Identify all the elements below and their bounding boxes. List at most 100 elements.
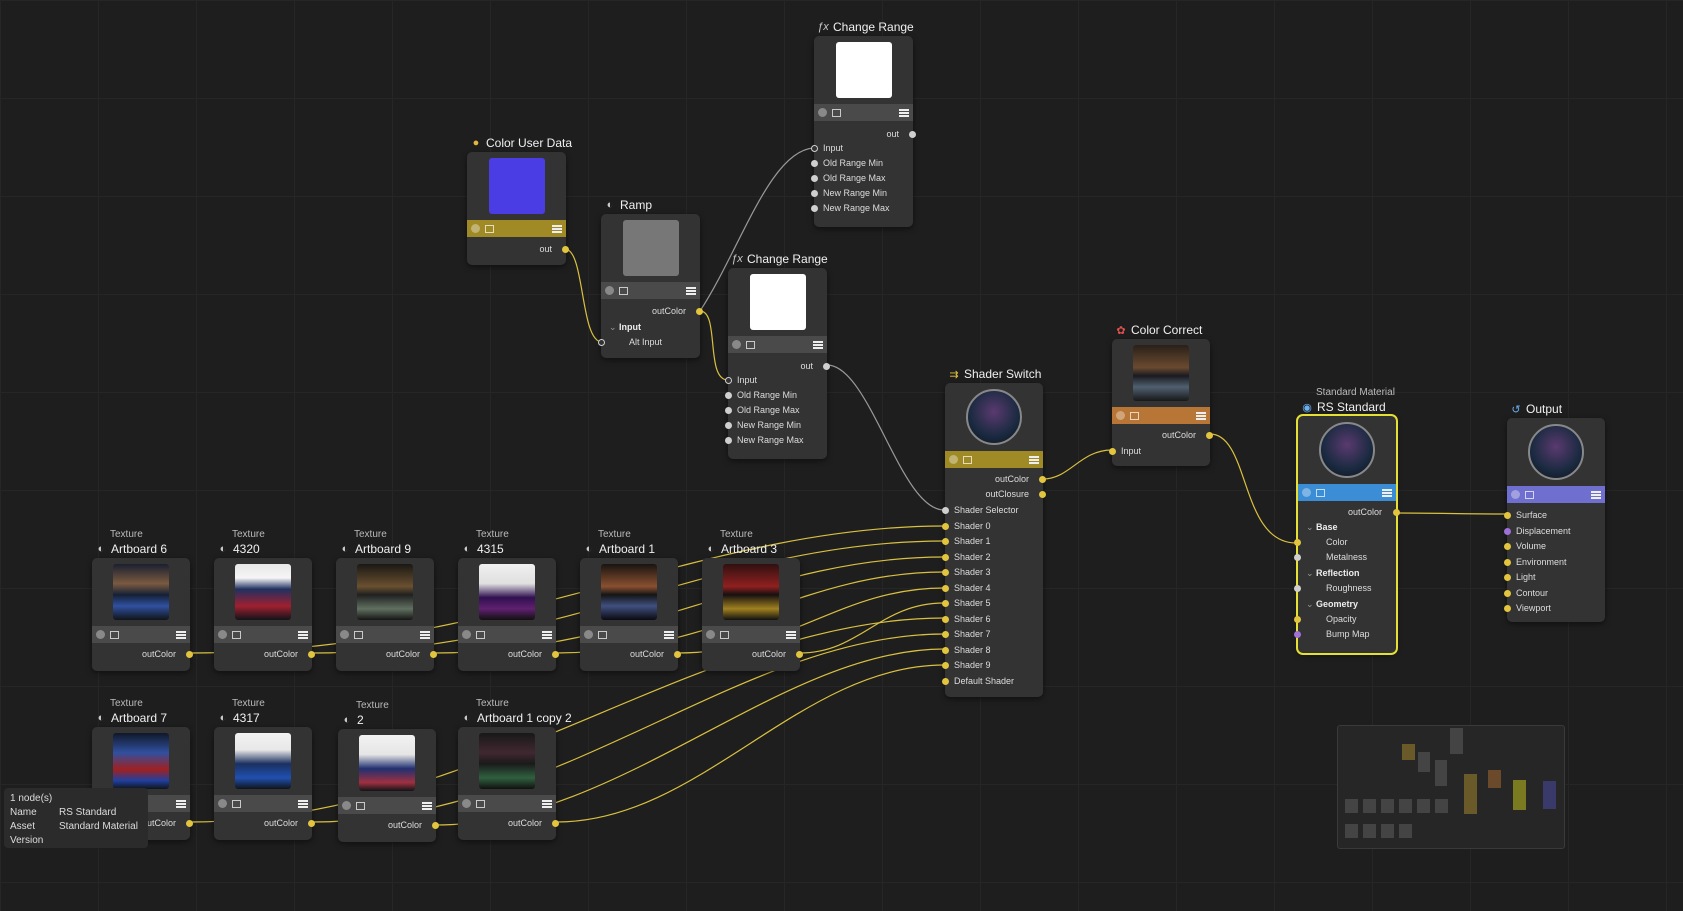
input-socket[interactable] — [942, 507, 949, 514]
input-socket[interactable] — [1294, 585, 1301, 592]
section-geometry[interactable]: Geometry — [1306, 599, 1358, 610]
input-socket[interactable] — [942, 615, 949, 623]
out-socket[interactable] — [430, 651, 437, 658]
input-socket[interactable] — [598, 339, 605, 346]
input-socket[interactable] — [725, 407, 732, 414]
node-toolbar[interactable] — [1298, 484, 1396, 501]
menu-icon[interactable] — [542, 799, 552, 808]
shader-switch-node[interactable]: ⇉Shader Switch outColor outClosure Shade… — [942, 367, 1046, 697]
out-socket[interactable] — [909, 131, 916, 138]
node-toolbar[interactable] — [580, 626, 678, 643]
input-socket[interactable] — [725, 437, 732, 444]
input-socket[interactable] — [1109, 448, 1116, 455]
input-socket[interactable] — [725, 377, 732, 384]
input-socket[interactable] — [1294, 616, 1301, 623]
out-socket[interactable] — [562, 246, 569, 253]
input-socket[interactable] — [942, 677, 949, 685]
node-toolbar[interactable] — [338, 797, 436, 814]
node-toolbar[interactable] — [336, 626, 434, 643]
out-socket[interactable] — [552, 651, 559, 658]
toggle-icon[interactable] — [340, 630, 349, 639]
input-socket[interactable] — [942, 538, 949, 545]
preview-icon[interactable] — [1316, 488, 1325, 497]
node-toolbar[interactable] — [1507, 486, 1605, 503]
preview-icon[interactable] — [832, 108, 841, 117]
out-socket[interactable] — [1206, 432, 1213, 439]
toggle-icon[interactable] — [218, 799, 227, 808]
node-toolbar[interactable] — [214, 626, 312, 643]
input-socket[interactable] — [942, 569, 949, 576]
input-socket[interactable] — [1294, 631, 1301, 638]
node-toolbar[interactable] — [458, 626, 556, 643]
out-socket[interactable] — [674, 651, 681, 658]
menu-icon[interactable] — [1591, 490, 1601, 499]
input-socket[interactable] — [1294, 554, 1301, 561]
rs-standard-node[interactable]: Standard Material ◉RS Standard outColor … — [1294, 387, 1400, 655]
node-toolbar[interactable] — [214, 795, 312, 812]
preview-icon[interactable] — [619, 286, 628, 295]
input-socket[interactable] — [725, 422, 732, 429]
node-toolbar[interactable] — [467, 220, 566, 237]
out-socket[interactable] — [308, 820, 315, 827]
menu-icon[interactable] — [813, 340, 823, 349]
preview-icon[interactable] — [110, 630, 119, 639]
input-socket[interactable] — [1504, 574, 1511, 581]
node-toolbar[interactable] — [945, 451, 1043, 468]
section-base[interactable]: Base — [1306, 522, 1338, 533]
toggle-icon[interactable] — [471, 224, 480, 233]
out-socket[interactable] — [1039, 476, 1046, 483]
toggle-icon[interactable] — [1116, 411, 1125, 420]
color-user-data-node[interactable]: ●Color User Data out — [467, 136, 572, 265]
node-toolbar[interactable] — [702, 626, 800, 643]
preview-icon[interactable] — [485, 224, 494, 233]
preview-icon[interactable] — [476, 799, 485, 808]
toggle-icon[interactable] — [605, 286, 614, 295]
ramp-node[interactable]: ◐Ramp outColor Input Alt Input — [598, 198, 703, 358]
toggle-icon[interactable] — [462, 630, 471, 639]
out-socket[interactable] — [1039, 491, 1046, 498]
minimap[interactable] — [1337, 725, 1565, 849]
menu-icon[interactable] — [1382, 488, 1392, 497]
out-socket[interactable] — [186, 820, 193, 827]
menu-icon[interactable] — [542, 630, 552, 639]
menu-icon[interactable] — [298, 630, 308, 639]
input-socket[interactable] — [1504, 558, 1511, 566]
input-socket[interactable] — [942, 522, 949, 530]
menu-icon[interactable] — [1029, 455, 1039, 464]
input-socket[interactable] — [811, 190, 818, 197]
menu-icon[interactable] — [686, 286, 696, 295]
menu-icon[interactable] — [552, 224, 562, 233]
toggle-icon[interactable] — [706, 630, 715, 639]
preview-icon[interactable] — [598, 630, 607, 639]
section-input[interactable]: Input — [609, 322, 641, 333]
toggle-icon[interactable] — [818, 108, 827, 117]
node-toolbar[interactable] — [458, 795, 556, 812]
out-socket[interactable] — [1393, 509, 1400, 516]
out-socket[interactable] — [552, 820, 559, 827]
node-toolbar[interactable] — [728, 336, 827, 353]
node-toolbar[interactable] — [814, 104, 913, 121]
input-socket[interactable] — [1504, 527, 1511, 535]
toggle-icon[interactable] — [732, 340, 741, 349]
menu-icon[interactable] — [899, 108, 909, 117]
menu-icon[interactable] — [420, 630, 430, 639]
preview-icon[interactable] — [963, 455, 972, 464]
preview-icon[interactable] — [232, 630, 241, 639]
toggle-icon[interactable] — [584, 630, 593, 639]
out-socket[interactable] — [308, 651, 315, 658]
preview-icon[interactable] — [232, 799, 241, 808]
input-socket[interactable] — [1504, 543, 1511, 550]
node-toolbar[interactable] — [1112, 407, 1210, 424]
preview-icon[interactable] — [476, 630, 485, 639]
toggle-icon[interactable] — [218, 630, 227, 639]
input-socket[interactable] — [942, 646, 949, 654]
out-socket[interactable] — [796, 651, 803, 658]
preview-icon[interactable] — [746, 340, 755, 349]
